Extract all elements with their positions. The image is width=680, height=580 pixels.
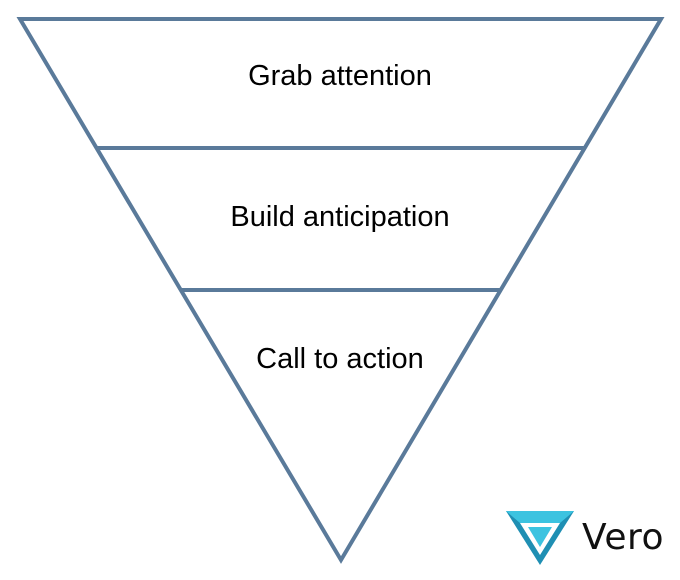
vero-logo-text: Vero [582,516,665,558]
vero-triangle-icon [506,511,574,565]
funnel-stage-call-to-action: Call to action [140,341,540,377]
funnel-stage-grab-attention: Grab attention [248,60,432,92]
funnel-stage-build-anticipation: Build anticipation [230,201,450,233]
funnel-stage-call-to-action-label: Call to action [256,343,424,375]
funnel-outline [16,17,665,564]
vero-logo: Vero [506,509,664,565]
